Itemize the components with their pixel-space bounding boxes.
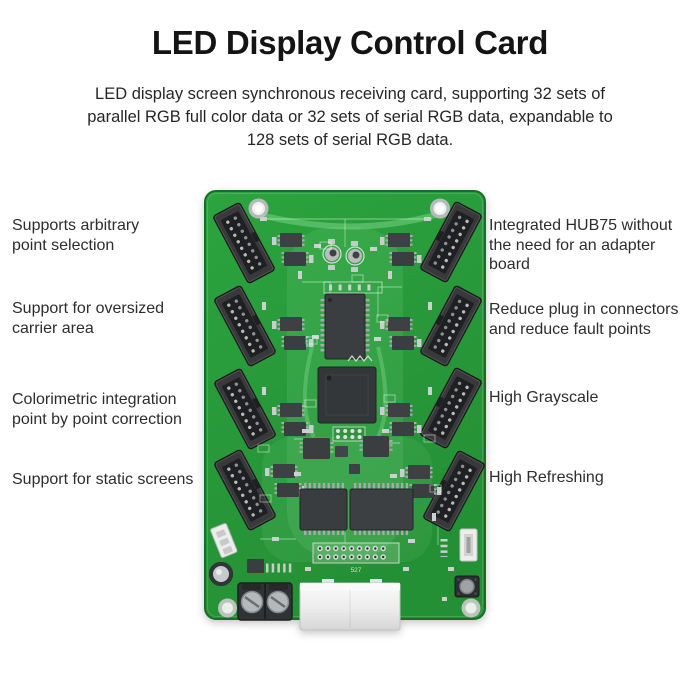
- feature-oversized-carrier-area: Support for oversized carrier area: [12, 300, 165, 337]
- chip-soic8: [247, 559, 292, 573]
- mounting-hole-top-left: [248, 198, 269, 219]
- mounting-hole-bottom-left: [218, 598, 237, 618]
- mounting-holes: [218, 198, 481, 618]
- feature-static-screens: Support for static screens: [12, 471, 194, 488]
- product-description: LED display screen synchronous receiving…: [87, 85, 613, 149]
- chip-ssop-vertical: [320, 293, 370, 360]
- jst-connector-left: [210, 523, 238, 558]
- chip-qfp-main: [317, 354, 377, 424]
- feature-arbitrary-point-selection: Supports arbitrary point selection: [12, 217, 140, 254]
- feature-integrated-hub75: Integrated HUB75 without the need for an…: [489, 217, 673, 273]
- pcb-svg: 527: [204, 190, 487, 631]
- feature-colorimetric-correction: Colorimetric integration point by point …: [12, 391, 182, 428]
- smd-passives: [260, 217, 454, 601]
- ethernet-port: [299, 579, 401, 631]
- silkscreen-label: 527: [351, 567, 362, 574]
- header-2x10: 527: [312, 542, 400, 574]
- page-title: LED Display Control Card: [151, 24, 549, 61]
- feature-high-refreshing: High Refreshing: [489, 469, 604, 486]
- feature-reduce-connectors: Reduce plug in connectors and reduce fau…: [489, 301, 679, 338]
- electrolytic-capacitor: [209, 562, 233, 586]
- jst-connector-right: [440, 528, 478, 562]
- feature-high-grayscale: High Grayscale: [489, 389, 599, 406]
- capacitor-pair: [322, 239, 365, 272]
- power-terminal-block: [237, 582, 293, 621]
- silkscreen-outlines: [257, 241, 442, 503]
- pcb-photo: 527: [202, 187, 488, 639]
- mounting-hole-bottom-right: [461, 598, 481, 618]
- push-button: [454, 575, 480, 598]
- chips-soic-wide: [299, 483, 414, 535]
- header-2x4: [332, 426, 366, 442]
- mounting-hole-top-right: [430, 198, 450, 219]
- chips-mid-row: [299, 436, 393, 474]
